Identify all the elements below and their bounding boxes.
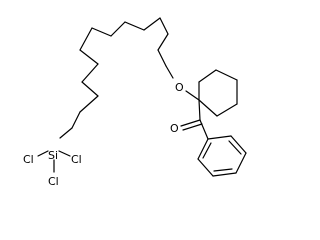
bond: [185, 90, 200, 101]
silicon-label: Si: [48, 149, 58, 162]
bond: [199, 119, 209, 140]
bond: [197, 138, 209, 160]
bond: [71, 111, 81, 129]
bond: [81, 63, 99, 83]
bond: [143, 17, 161, 31]
oxygen-ether-label: O: [175, 81, 184, 94]
bond: [81, 81, 99, 97]
bond: [91, 27, 112, 37]
bond: [110, 21, 126, 37]
oxygen-carbonyl-label: O: [170, 122, 179, 135]
bond: [159, 17, 169, 35]
bond: [212, 172, 237, 177]
bond: [215, 69, 238, 81]
bond: [58, 150, 71, 157]
bond: [207, 135, 232, 140]
bond: [235, 152, 247, 174]
bond: [157, 33, 169, 51]
bond: [230, 135, 247, 154]
cyclohexane-ring: [185, 69, 238, 117]
bond: [228, 140, 242, 155]
chlorine-bottom-label: Cl: [48, 175, 59, 188]
chlorine-left-label: Cl: [23, 153, 34, 166]
bond: [198, 99, 201, 121]
bond: [202, 142, 212, 159]
silyl-bonds: [37, 150, 71, 173]
bond: [37, 150, 49, 157]
bond: [79, 95, 99, 113]
structure-diagram: O O Si Cl Cl Cl: [23, 17, 247, 188]
phenyl-ring: [197, 135, 247, 177]
carbonyl-group: [180, 99, 209, 140]
bond: [216, 103, 238, 117]
alkyl-chain: [59, 17, 174, 139]
bond: [182, 123, 203, 131]
bond: [180, 119, 201, 127]
bond: [79, 49, 99, 65]
bond: [165, 65, 174, 79]
bond: [79, 27, 93, 51]
bond: [198, 69, 217, 83]
chlorine-right-label: Cl: [71, 153, 82, 166]
bond: [198, 99, 218, 117]
bond: [213, 168, 233, 172]
bond: [59, 127, 73, 139]
bond: [157, 49, 167, 67]
bond: [197, 158, 214, 177]
bond: [124, 21, 145, 31]
